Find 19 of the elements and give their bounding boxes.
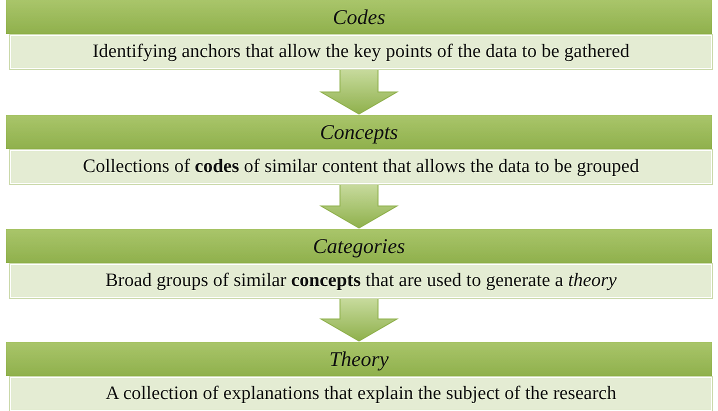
stage-description: Broad groups of similar concepts that are used to generate a theory	[105, 270, 617, 292]
description-box	[10, 377, 712, 411]
stage-title: Codes	[332, 4, 386, 30]
description-box	[10, 264, 712, 298]
stage-title: Theory	[329, 346, 389, 372]
stage-title: Concepts	[320, 120, 398, 144]
down-arrow	[319, 68, 399, 115]
title-band	[6, 0, 712, 34]
stage-description: Collections of codes of similar content that allows the data to be grouped	[82, 156, 640, 178]
stage-description: Identifying anchors that allow the key points of the data to be gathered	[92, 41, 630, 63]
stage-title: Categories	[312, 234, 406, 258]
title-band	[6, 229, 712, 263]
description-box	[10, 150, 712, 184]
stage-description: A collection of explanations that explain the subject of the research	[106, 383, 616, 405]
title-band	[6, 115, 712, 149]
down-arrow	[319, 296, 399, 342]
title-band	[6, 342, 712, 376]
down-arrow	[319, 182, 399, 229]
description-box	[10, 35, 712, 69]
